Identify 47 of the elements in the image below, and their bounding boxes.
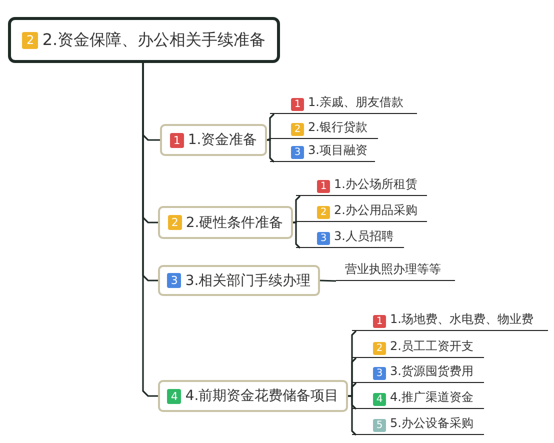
- priority-badge: 1: [317, 180, 330, 193]
- topic-label: 2.办公用品采购: [334, 202, 418, 219]
- priority-badge: 2: [317, 206, 330, 219]
- connector-line: [348, 395, 357, 436]
- priority-badge: 3: [167, 273, 182, 288]
- topic-label: 1.办公场所租赁: [334, 176, 418, 193]
- topic-label: 3.相关部门手续办理: [185, 272, 311, 290]
- priority-badge: 5: [373, 419, 386, 432]
- topic-label: 4.推广渠道资金: [390, 389, 474, 406]
- leaf-topic: [270, 141, 375, 162]
- topic-label: 3.货源囤货费用: [390, 363, 474, 380]
- priority-badge: 2: [373, 342, 386, 355]
- topic-label: 2.银行贷款: [308, 119, 368, 136]
- connector-line: [267, 139, 275, 163]
- topic-label: 2.资金保障、办公相关手续准备: [42, 30, 266, 50]
- priority-badge: 1: [170, 132, 184, 148]
- topic-label: 3.人员招聘: [334, 228, 394, 245]
- topic-label: 1.资金准备: [188, 131, 258, 149]
- priority-badge: 3: [317, 232, 330, 245]
- priority-badge: 3: [291, 146, 304, 159]
- topic-label: 4.前期资金花费储备项目: [185, 387, 339, 405]
- subtopic-box: [158, 380, 348, 412]
- connector-line: [293, 195, 301, 224]
- topic-label: 2.员工工资开支: [390, 338, 474, 355]
- topic-label: 5.办公设备采购: [390, 415, 474, 432]
- central-topic-box: [8, 17, 280, 63]
- topic-label: 营业执照办理等等: [345, 261, 441, 278]
- priority-badge: 2: [168, 215, 182, 230]
- priority-badge: 2: [22, 32, 38, 48]
- connector-line: [348, 382, 357, 397]
- topic-label: 2.硬性条件准备: [186, 214, 284, 232]
- priority-badge: 2: [291, 123, 304, 136]
- subtopic-box: [158, 265, 320, 296]
- priority-badge: 1: [373, 315, 386, 328]
- priority-badge: 4: [167, 388, 182, 404]
- priority-badge: 1: [291, 98, 304, 111]
- priority-badge: 3: [373, 367, 386, 380]
- connector-line: [293, 222, 301, 249]
- connector-line: [142, 63, 158, 397]
- topic-label: 1.亲戚、朋友借款: [308, 94, 404, 111]
- topic-label: 3.项目融资: [308, 142, 368, 159]
- subtopic-box: [160, 124, 267, 156]
- topic-label: 1.场地费、水电费、物业费: [390, 311, 534, 328]
- connector-line: [320, 280, 336, 282]
- priority-badge: 4: [373, 393, 386, 406]
- subtopic-box: [158, 206, 293, 239]
- connector-line: [267, 113, 275, 141]
